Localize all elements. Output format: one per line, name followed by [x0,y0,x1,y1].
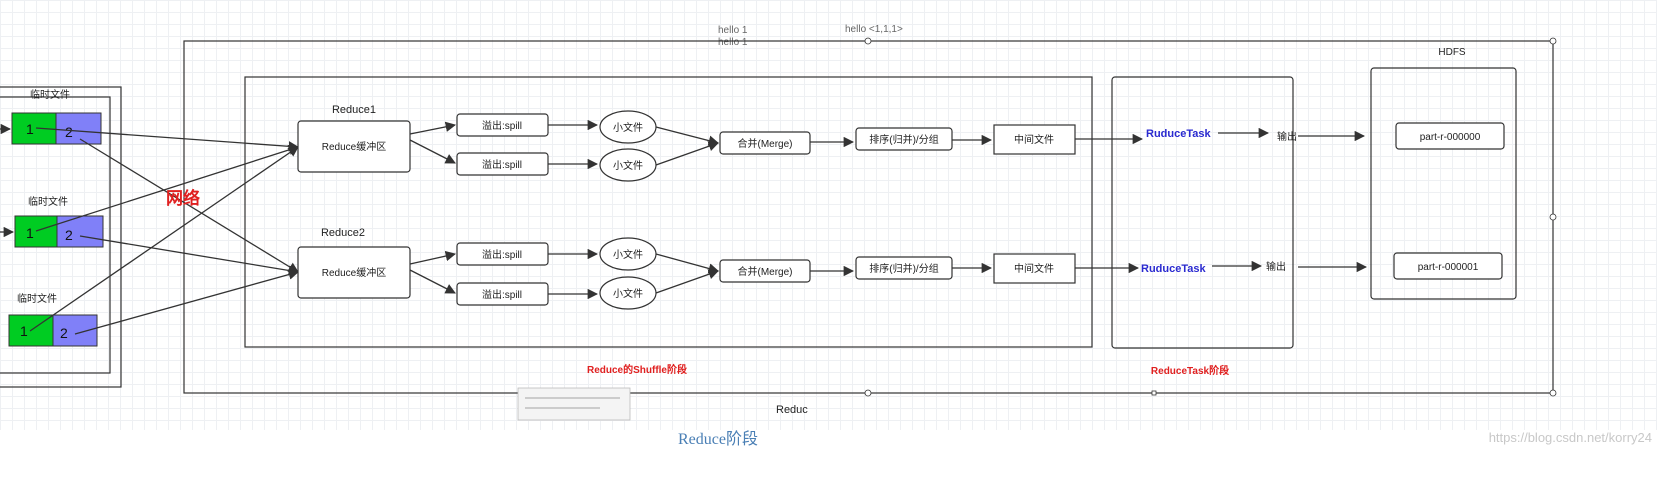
reduce1-buffer-label: Reduce缓冲区 [322,140,386,153]
network-arrow [35,144,299,232]
spill-label: 溢出:spill [482,248,522,261]
partition-1-number: 1 [20,323,28,339]
reduce-task-stage-label: ReduceTask阶段 [1151,364,1229,377]
figure-caption: Reduce阶段 [678,430,758,448]
partition-1-number: 1 [26,225,34,241]
reduce-shuffle-frame [244,76,1093,348]
reduce-task-label: RuduceTask [1146,128,1211,140]
shuffle-stage-label: Reduce的Shuffle阶段 [587,363,687,376]
reduce1-label: Reduce1 [332,104,376,116]
frame-handle [1151,390,1157,396]
sort-group-label: 排序(归并)/分组 [869,262,938,275]
output-label: 输出 [1266,260,1286,273]
tmp-file-label-1: 临时文件 [30,88,70,101]
tmp-file-label-3: 临时文件 [17,292,57,305]
partition-2-number: 2 [65,227,73,243]
flow-arrow [655,141,719,166]
cut-reduce-label: Reduc [776,404,808,416]
network-arrow [35,127,300,152]
hello-text-b: hello 1 [718,37,748,48]
spill-label: 溢出:spill [482,119,522,132]
output-label: 输出 [1277,130,1297,143]
network-arrow [74,269,300,335]
sort-group-label: 排序(归并)/分组 [869,133,938,146]
partition-2-purple [55,112,102,145]
watermark-url: https://blog.csdn.net/korry24 [1489,430,1652,445]
hello-text-a: hello 1 [718,25,748,36]
flow-arrow [409,121,457,135]
network-arrow [29,146,299,332]
intermediate-file-label: 中间文件 [1014,133,1054,146]
hello-text-c: hello <1,1,1> [845,24,903,35]
flow-arrow [409,250,457,265]
frame-handle [1549,37,1557,45]
map-output-frame-inner [0,96,111,374]
flow-arrow [655,126,720,146]
partition-1-number: 1 [26,121,34,137]
spill-label: 溢出:spill [482,158,522,171]
map-output-frame-outer [0,86,122,388]
hdfs-part-file-0 [1395,122,1505,150]
reduce-task-frame [1111,76,1294,349]
partition-2-number: 2 [65,124,73,140]
frame-handle [864,389,872,397]
grid-background [0,0,1657,430]
flow-arrow [409,139,456,164]
reduce2-buffer [297,246,411,299]
small-file-label: 小文件 [613,121,643,134]
small-file-label: 小文件 [613,287,643,300]
intermediate-file-box [993,124,1076,155]
spill-label: 溢出:spill [482,288,522,301]
flow-arrow [409,269,456,294]
network-arrow [79,138,299,273]
intermediate-file-box [993,253,1076,284]
hdfs-part-file-1-label: part-r-000001 [1418,262,1479,273]
network-label: 网络 [166,188,200,208]
reduce2-buffer-label: Reduce缓冲区 [322,266,386,279]
partition-2-number: 2 [60,325,68,341]
small-file-label: 小文件 [613,248,643,261]
network-arrow [79,235,300,276]
frame-handle [864,37,872,45]
merge-box [719,131,811,155]
merge-label: 合并(Merge) [737,265,792,278]
hdfs-label: HDFS [1438,47,1466,58]
reduce-task-label: RuduceTask [1141,263,1206,275]
small-file-label: 小文件 [613,159,643,172]
merge-label: 合并(Merge) [737,137,792,150]
reduce1-buffer [297,120,411,173]
tmp-file-label-2: 临时文件 [28,195,68,208]
reduce2-label: Reduce2 [321,227,365,239]
hdfs-part-file-0-label: part-r-000000 [1420,132,1481,143]
partition-1-green [14,215,58,248]
hdfs-part-file-1 [1393,252,1503,280]
main-frame [183,40,1554,394]
frame-handle [1549,389,1557,397]
embedded-thumbnail [517,387,631,421]
flow-arrow [655,269,719,294]
frame-handle [1549,213,1557,221]
sort-group-box [855,127,953,151]
partition-2-purple [56,215,104,248]
intermediate-file-label: 中间文件 [1014,262,1054,275]
hdfs-frame [1370,67,1517,300]
flow-arrow [655,253,720,274]
